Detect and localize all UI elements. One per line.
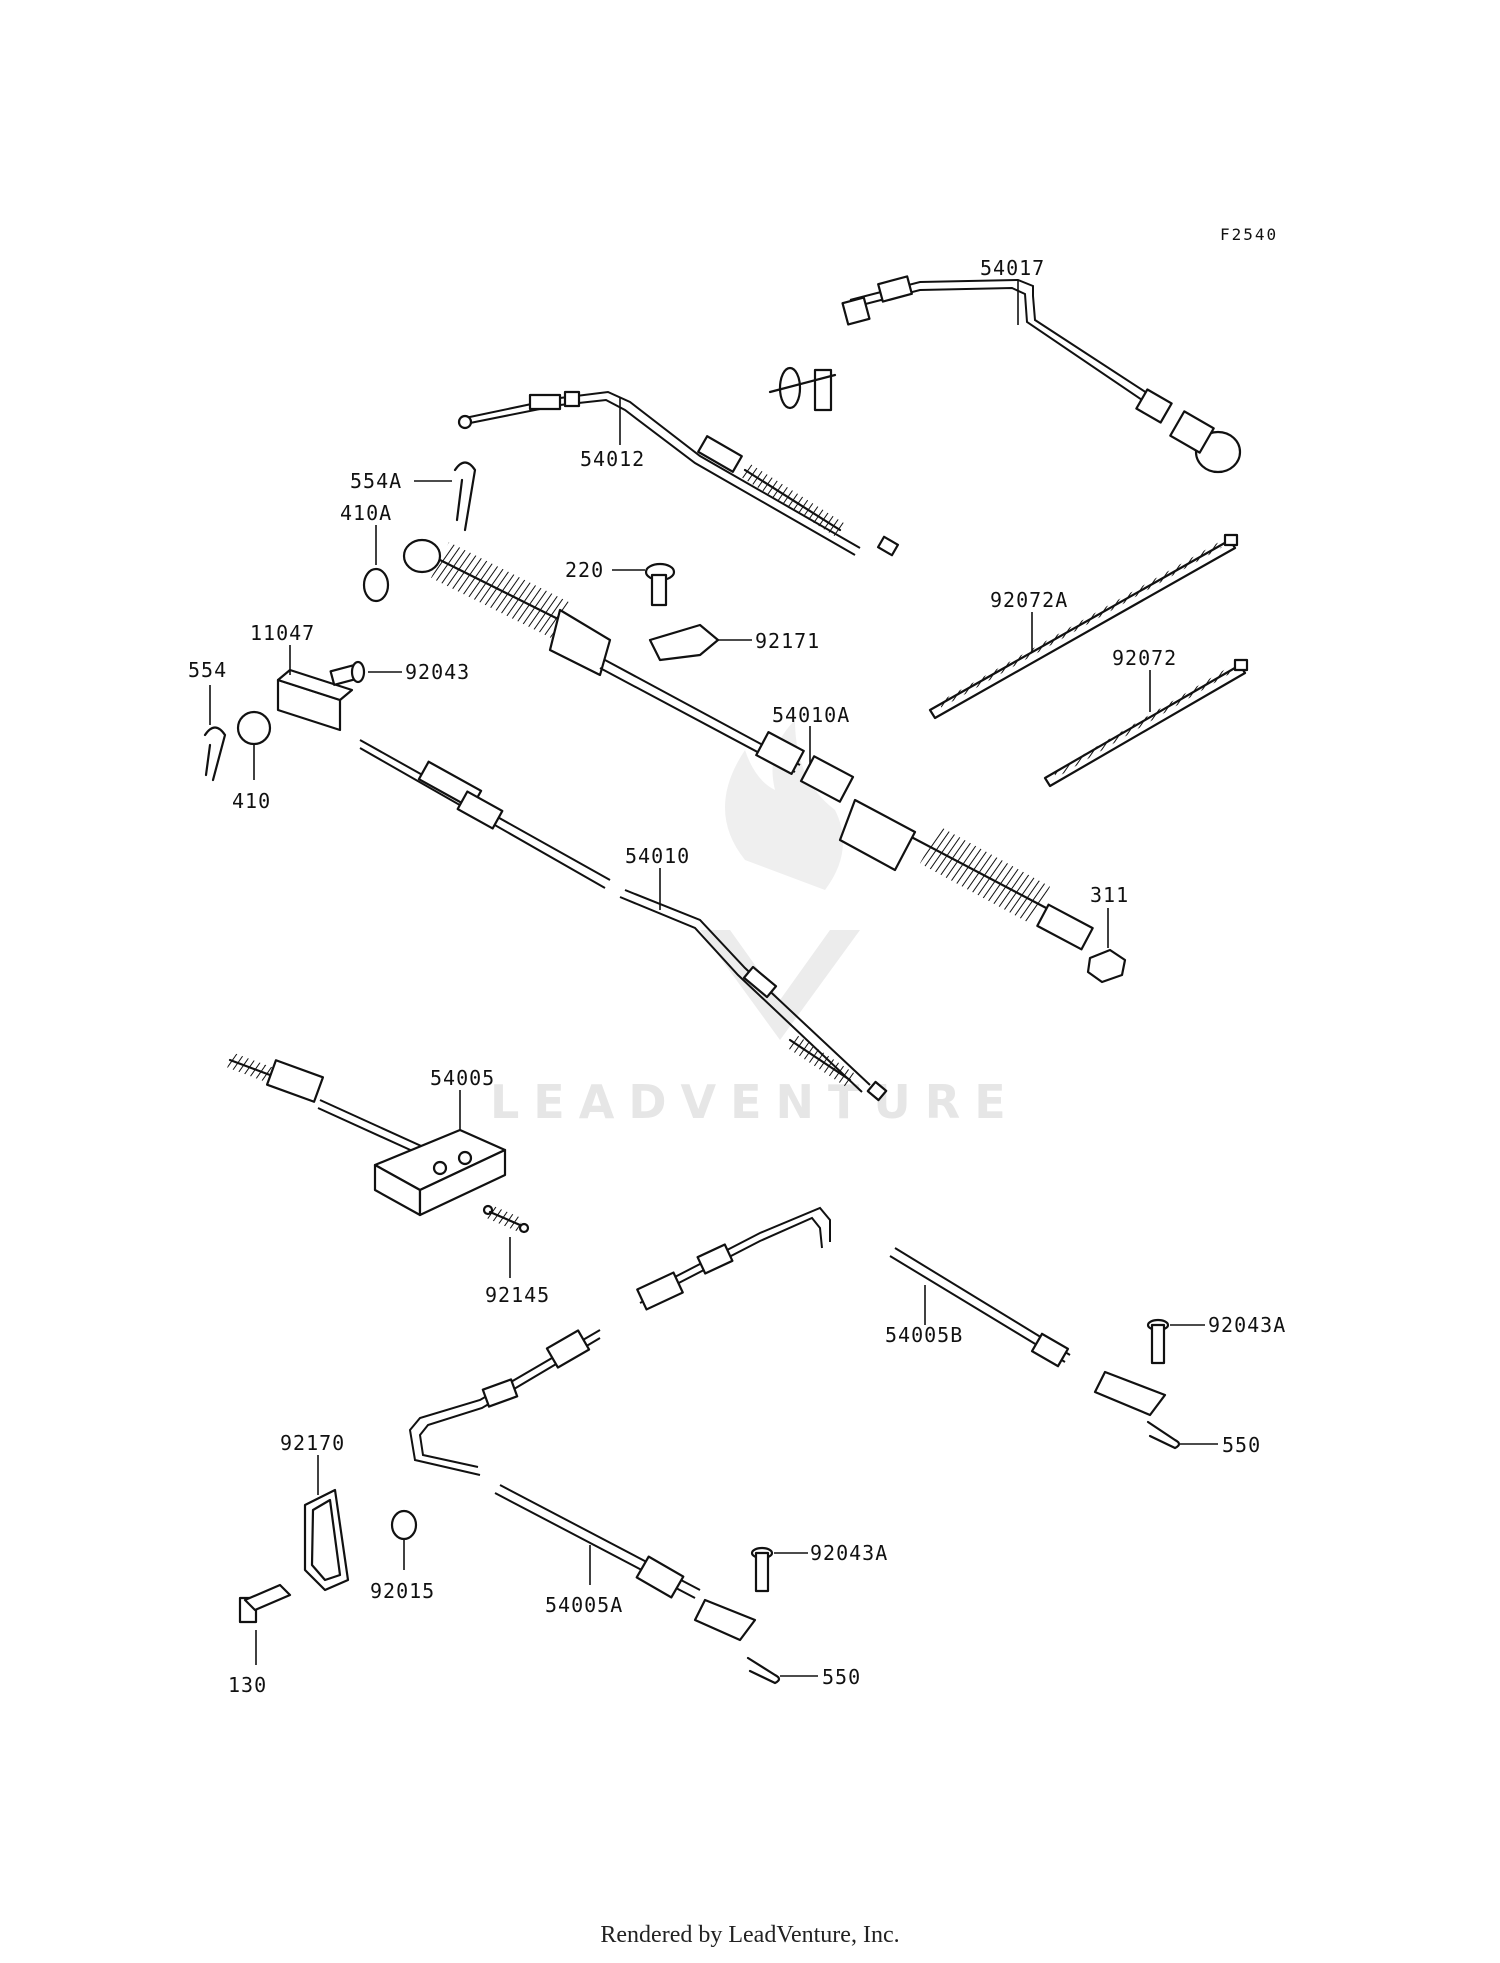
leadventure-watermark: LEADVENTURE [490,720,1020,1129]
label-220[interactable]: 220 [565,558,604,582]
label-54005A[interactable]: 54005A [545,1593,623,1617]
screw-220[interactable] [644,562,676,607]
nut-311[interactable] [1086,948,1127,984]
cable-54012[interactable] [457,390,900,557]
cotter-pin-550-2[interactable] [746,1656,781,1685]
label-554A[interactable]: 554A [350,469,402,493]
label-92072[interactable]: 92072 [1112,646,1177,670]
label-92043[interactable]: 92043 [405,660,470,684]
label-410A[interactable]: 410A [340,501,392,525]
label-54010A[interactable]: 54010A [772,703,850,727]
cable-tie-92072[interactable] [1043,658,1249,788]
spring-92145[interactable] [482,1204,530,1234]
label-54012[interactable]: 54012 [580,447,645,471]
r-pin-554A[interactable] [453,461,477,532]
label-92145[interactable]: 92145 [485,1283,550,1307]
label-550-1[interactable]: 550 [1222,1433,1261,1457]
label-92043A-1[interactable]: 92043A [1208,1313,1286,1337]
label-92015[interactable]: 92015 [370,1579,435,1603]
label-92171[interactable]: 92171 [755,629,820,653]
cable-54005A[interactable] [408,1329,757,1642]
label-11047[interactable]: 11047 [250,621,315,645]
pin-92043[interactable] [329,660,366,686]
cotter-pin-550-1[interactable] [1146,1420,1181,1450]
footer-credit: Rendered by LeadVenture, Inc. [600,1922,899,1948]
r-pin-554[interactable] [203,726,227,782]
clamp-92171[interactable] [648,623,720,662]
collar-92015[interactable] [390,1509,418,1541]
label-54005B[interactable]: 54005B [885,1323,963,1347]
bracket-11047[interactable] [276,668,354,732]
cable-54005B[interactable] [636,1206,1167,1417]
label-130[interactable]: 130 [228,1673,267,1697]
cable-54010A[interactable] [402,538,1094,951]
watermark-text: LEADVENTURE [490,1075,1020,1129]
label-92043A-2[interactable]: 92043A [810,1541,888,1565]
label-311[interactable]: 311 [1090,883,1129,907]
bolt-130[interactable] [238,1583,292,1624]
clevis-pin-92043A-1[interactable] [1146,1318,1170,1365]
cable-54010[interactable] [359,739,888,1102]
label-54017[interactable]: 54017 [980,256,1045,280]
label-92072A[interactable]: 92072A [990,588,1068,612]
clevis-pin-92043A-2[interactable] [750,1546,774,1593]
label-92170[interactable]: 92170 [280,1431,345,1455]
cable-54005[interactable] [227,1052,507,1217]
label-410[interactable]: 410 [232,789,271,813]
washer-410A[interactable] [362,567,390,603]
diagram-code: F2540 [1220,225,1278,244]
cable-tie-92072A[interactable] [928,533,1239,720]
label-54010[interactable]: 54010 [625,844,690,868]
cable-54017[interactable] [768,275,1242,474]
bracket-92170[interactable] [303,1488,350,1592]
label-54005[interactable]: 54005 [430,1066,495,1090]
label-550-2[interactable]: 550 [822,1665,861,1689]
label-554[interactable]: 554 [188,658,227,682]
washer-410[interactable] [236,710,272,746]
